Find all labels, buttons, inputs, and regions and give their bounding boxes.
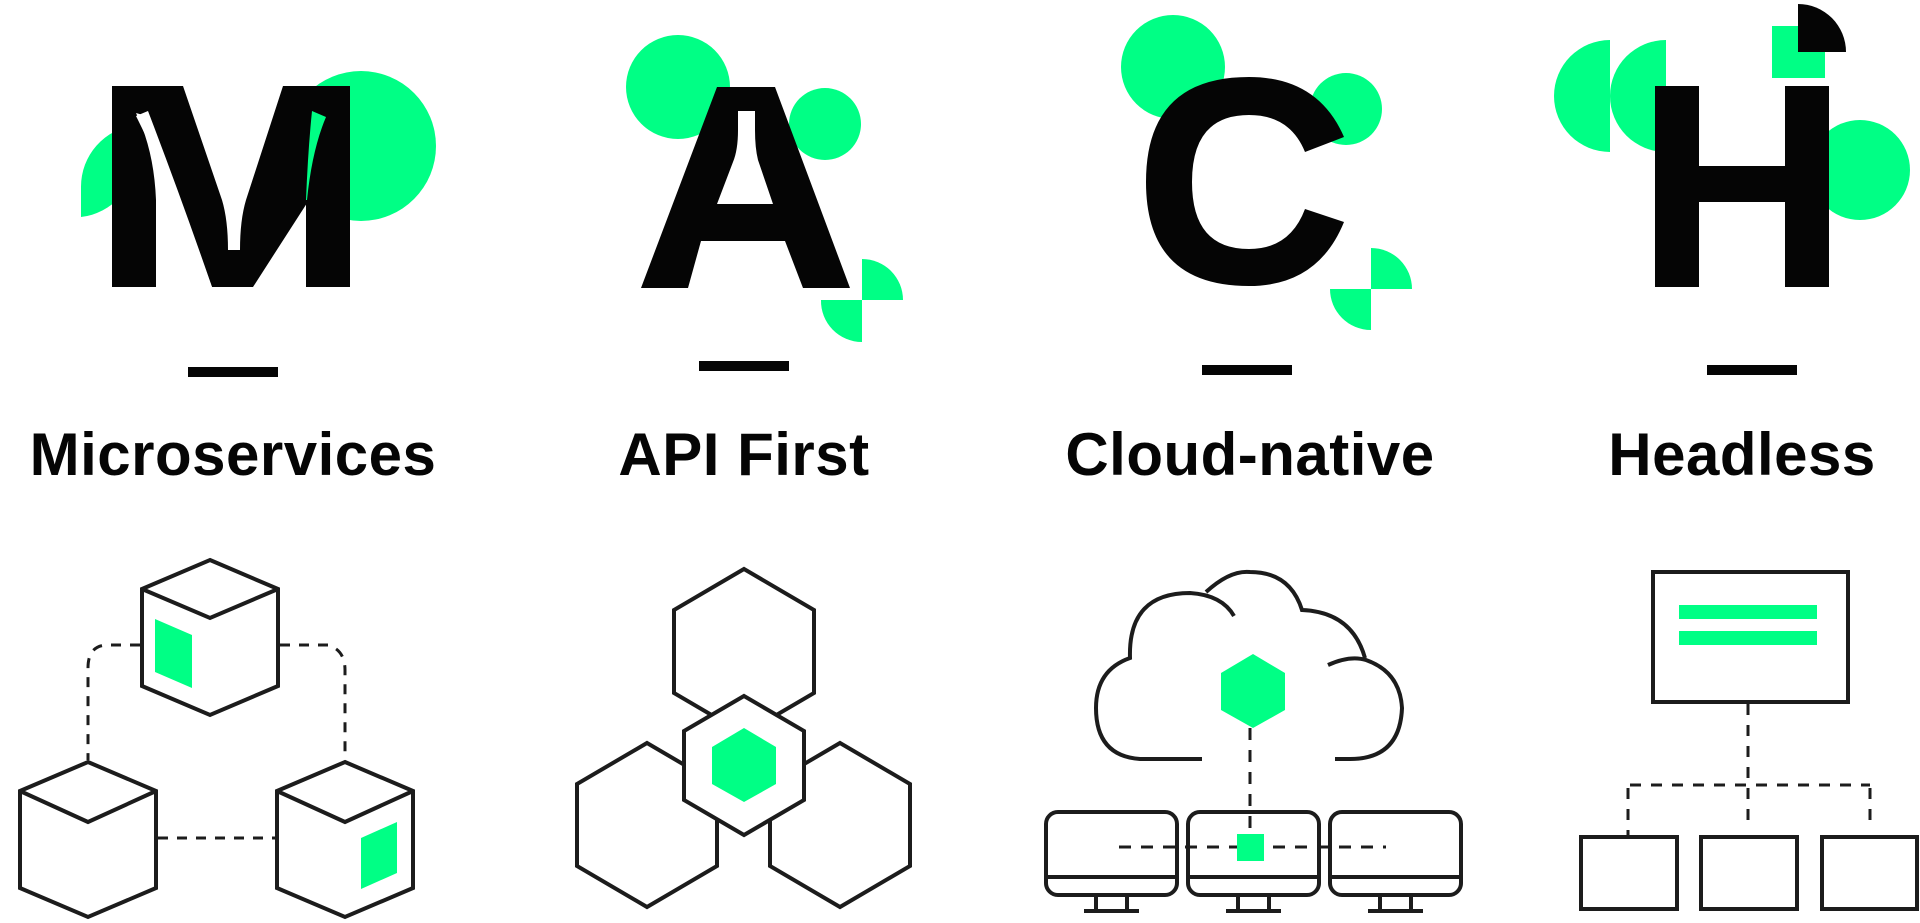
accent-quarter-top: [1371, 248, 1412, 289]
connected-cubes-icon: [18, 557, 415, 920]
cube-right-accent-panel: [361, 822, 397, 889]
letter-m-inner-gap-right: [306, 111, 326, 200]
accent-quarter-bottom: [1330, 289, 1371, 330]
monitor-right: [1328, 810, 1463, 913]
monitor-left: [1044, 810, 1179, 913]
pillar-headless: [1554, 4, 1919, 911]
hex-center-accent: [712, 728, 776, 802]
accent-quarter-bottom: [820, 300, 862, 342]
label-api-first: API First: [618, 421, 870, 488]
cloud-hex-accent: [1221, 654, 1285, 728]
body-box-2: [1699, 835, 1799, 911]
monitor-center: [1186, 810, 1321, 913]
monitor-accent-square: [1237, 834, 1264, 861]
label-microservices: Microservices: [29, 421, 437, 488]
head-accent-bar-1: [1679, 605, 1817, 619]
cube-top-accent-panel: [155, 619, 192, 688]
accent-circle: [1810, 120, 1910, 220]
divider-dash-microservices: [188, 367, 278, 377]
body-box-3: [1820, 835, 1919, 911]
letter-h-glyph: [1655, 86, 1829, 287]
letter-c-glyph: [1146, 77, 1344, 286]
accent-half-circle-2: [1610, 40, 1666, 152]
accent-circle-large: [626, 35, 730, 139]
cloud-monitors-icon: [1044, 569, 1463, 913]
pillar-api-first: [575, 35, 912, 910]
divider-dash-headless: [1707, 365, 1797, 375]
letter-a-glyph: [641, 87, 850, 288]
cube-left: [18, 759, 158, 920]
divider-dash-cloud-native: [1202, 365, 1292, 375]
accent-half-circle-1: [1554, 40, 1610, 152]
accent-circle-small: [789, 88, 861, 160]
pillar-cloud-native: [1044, 15, 1463, 913]
letter-m-glyph: [112, 86, 350, 287]
connector-top-right: [280, 643, 347, 760]
label-headless: Headless: [1608, 421, 1876, 488]
connector-top-left: [86, 643, 140, 760]
black-quarter: [1798, 4, 1846, 52]
cloud-outline: [1093, 569, 1405, 761]
head-accent-bar-2: [1679, 631, 1817, 645]
cube-connectors: [86, 643, 347, 840]
accent-quarter-top: [862, 259, 903, 300]
head-tree-icon: [1579, 570, 1919, 911]
head-box: [1651, 570, 1850, 704]
pillar-microservices: [18, 71, 436, 920]
letter-m-inner-gap: [136, 111, 212, 287]
divider-dash-api-first: [699, 361, 789, 371]
tree-connectors: [1626, 704, 1872, 835]
body-box-1: [1579, 835, 1679, 911]
label-cloud-native: Cloud-native: [1065, 421, 1435, 488]
